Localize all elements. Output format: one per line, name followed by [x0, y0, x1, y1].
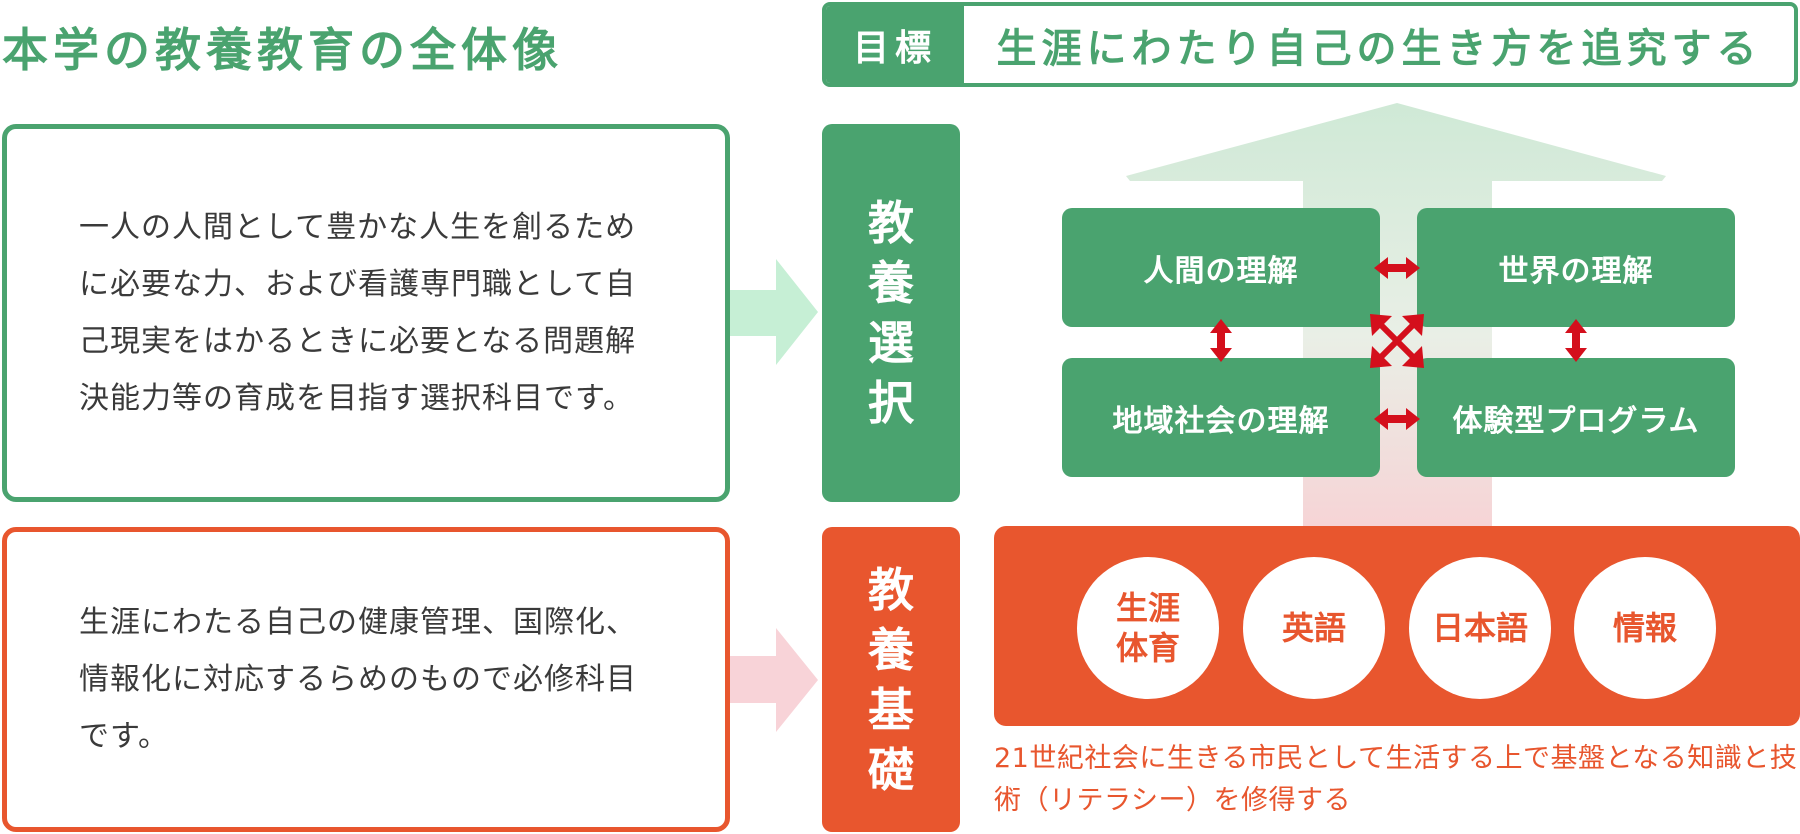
foundation-label: 教 養 基 礎: [822, 527, 960, 832]
double-arrow-horizontal-icon: [1374, 408, 1420, 430]
foundation-description-box: 生涯にわたる自己の健康管理、国際化、情報化に対応するらめのもので必修科目です。: [2, 527, 730, 832]
goal-text: 生涯にわたり自己の生き方を追究する: [996, 25, 1762, 72]
tile-experiential-program: 体験型プログラム: [1417, 358, 1735, 477]
tile-human-understanding: 人間の理解: [1062, 208, 1380, 327]
page-title: 本学の教養教育の全体像: [2, 23, 563, 77]
upward-arrow-icon: [1126, 103, 1666, 526]
foundation-description: 生涯にわたる自己の健康管理、国際化、情報化に対応するらめのもので必修科目です。: [79, 605, 637, 754]
foundation-note: 21世紀社会に生きる市民として生活する上で基盤となる知識と技術（リテラシー）を修…: [994, 743, 1798, 816]
elective-label-char: 教: [868, 196, 914, 250]
double-arrow-vertical-icon: [1565, 319, 1587, 362]
foundation-label-char: 礎: [868, 742, 914, 797]
goal-banner: 目標 生涯にわたり自己の生き方を追究する: [822, 2, 1798, 87]
double-arrow-horizontal-icon: [1374, 257, 1420, 279]
right-arrow-pink-icon: [707, 628, 818, 732]
elective-label-char: 択: [868, 376, 914, 430]
tile-community-understanding: 地域社会の理解: [1062, 358, 1380, 477]
right-arrow-green-icon: [707, 259, 818, 365]
double-arrow-vertical-icon: [1210, 319, 1232, 362]
foundation-label-char: 教: [868, 562, 914, 617]
circle-information: 情報: [1574, 557, 1716, 699]
elective-description: 一人の人間として豊かな人生を創るために必要な力、および看護専門職として自己現実を…: [79, 210, 637, 416]
circle-english: 英語: [1243, 557, 1385, 699]
tile-world-understanding: 世界の理解: [1417, 208, 1735, 327]
elective-label-char: 養: [868, 256, 914, 310]
elective-label: 教 養 選 択: [822, 124, 960, 502]
circle-japanese: 日本語: [1409, 557, 1551, 699]
goal-tag: 目標: [826, 6, 964, 83]
foundation-label-char: 基: [868, 682, 914, 737]
elective-label-char: 選: [868, 316, 914, 370]
cross-arrows-icon: [1370, 314, 1424, 368]
elective-description-box: 一人の人間として豊かな人生を創るために必要な力、および看護専門職として自己現実を…: [2, 124, 730, 502]
circle-lifelong-pe: 生涯 体育: [1077, 557, 1219, 699]
foundation-label-char: 養: [868, 622, 914, 677]
